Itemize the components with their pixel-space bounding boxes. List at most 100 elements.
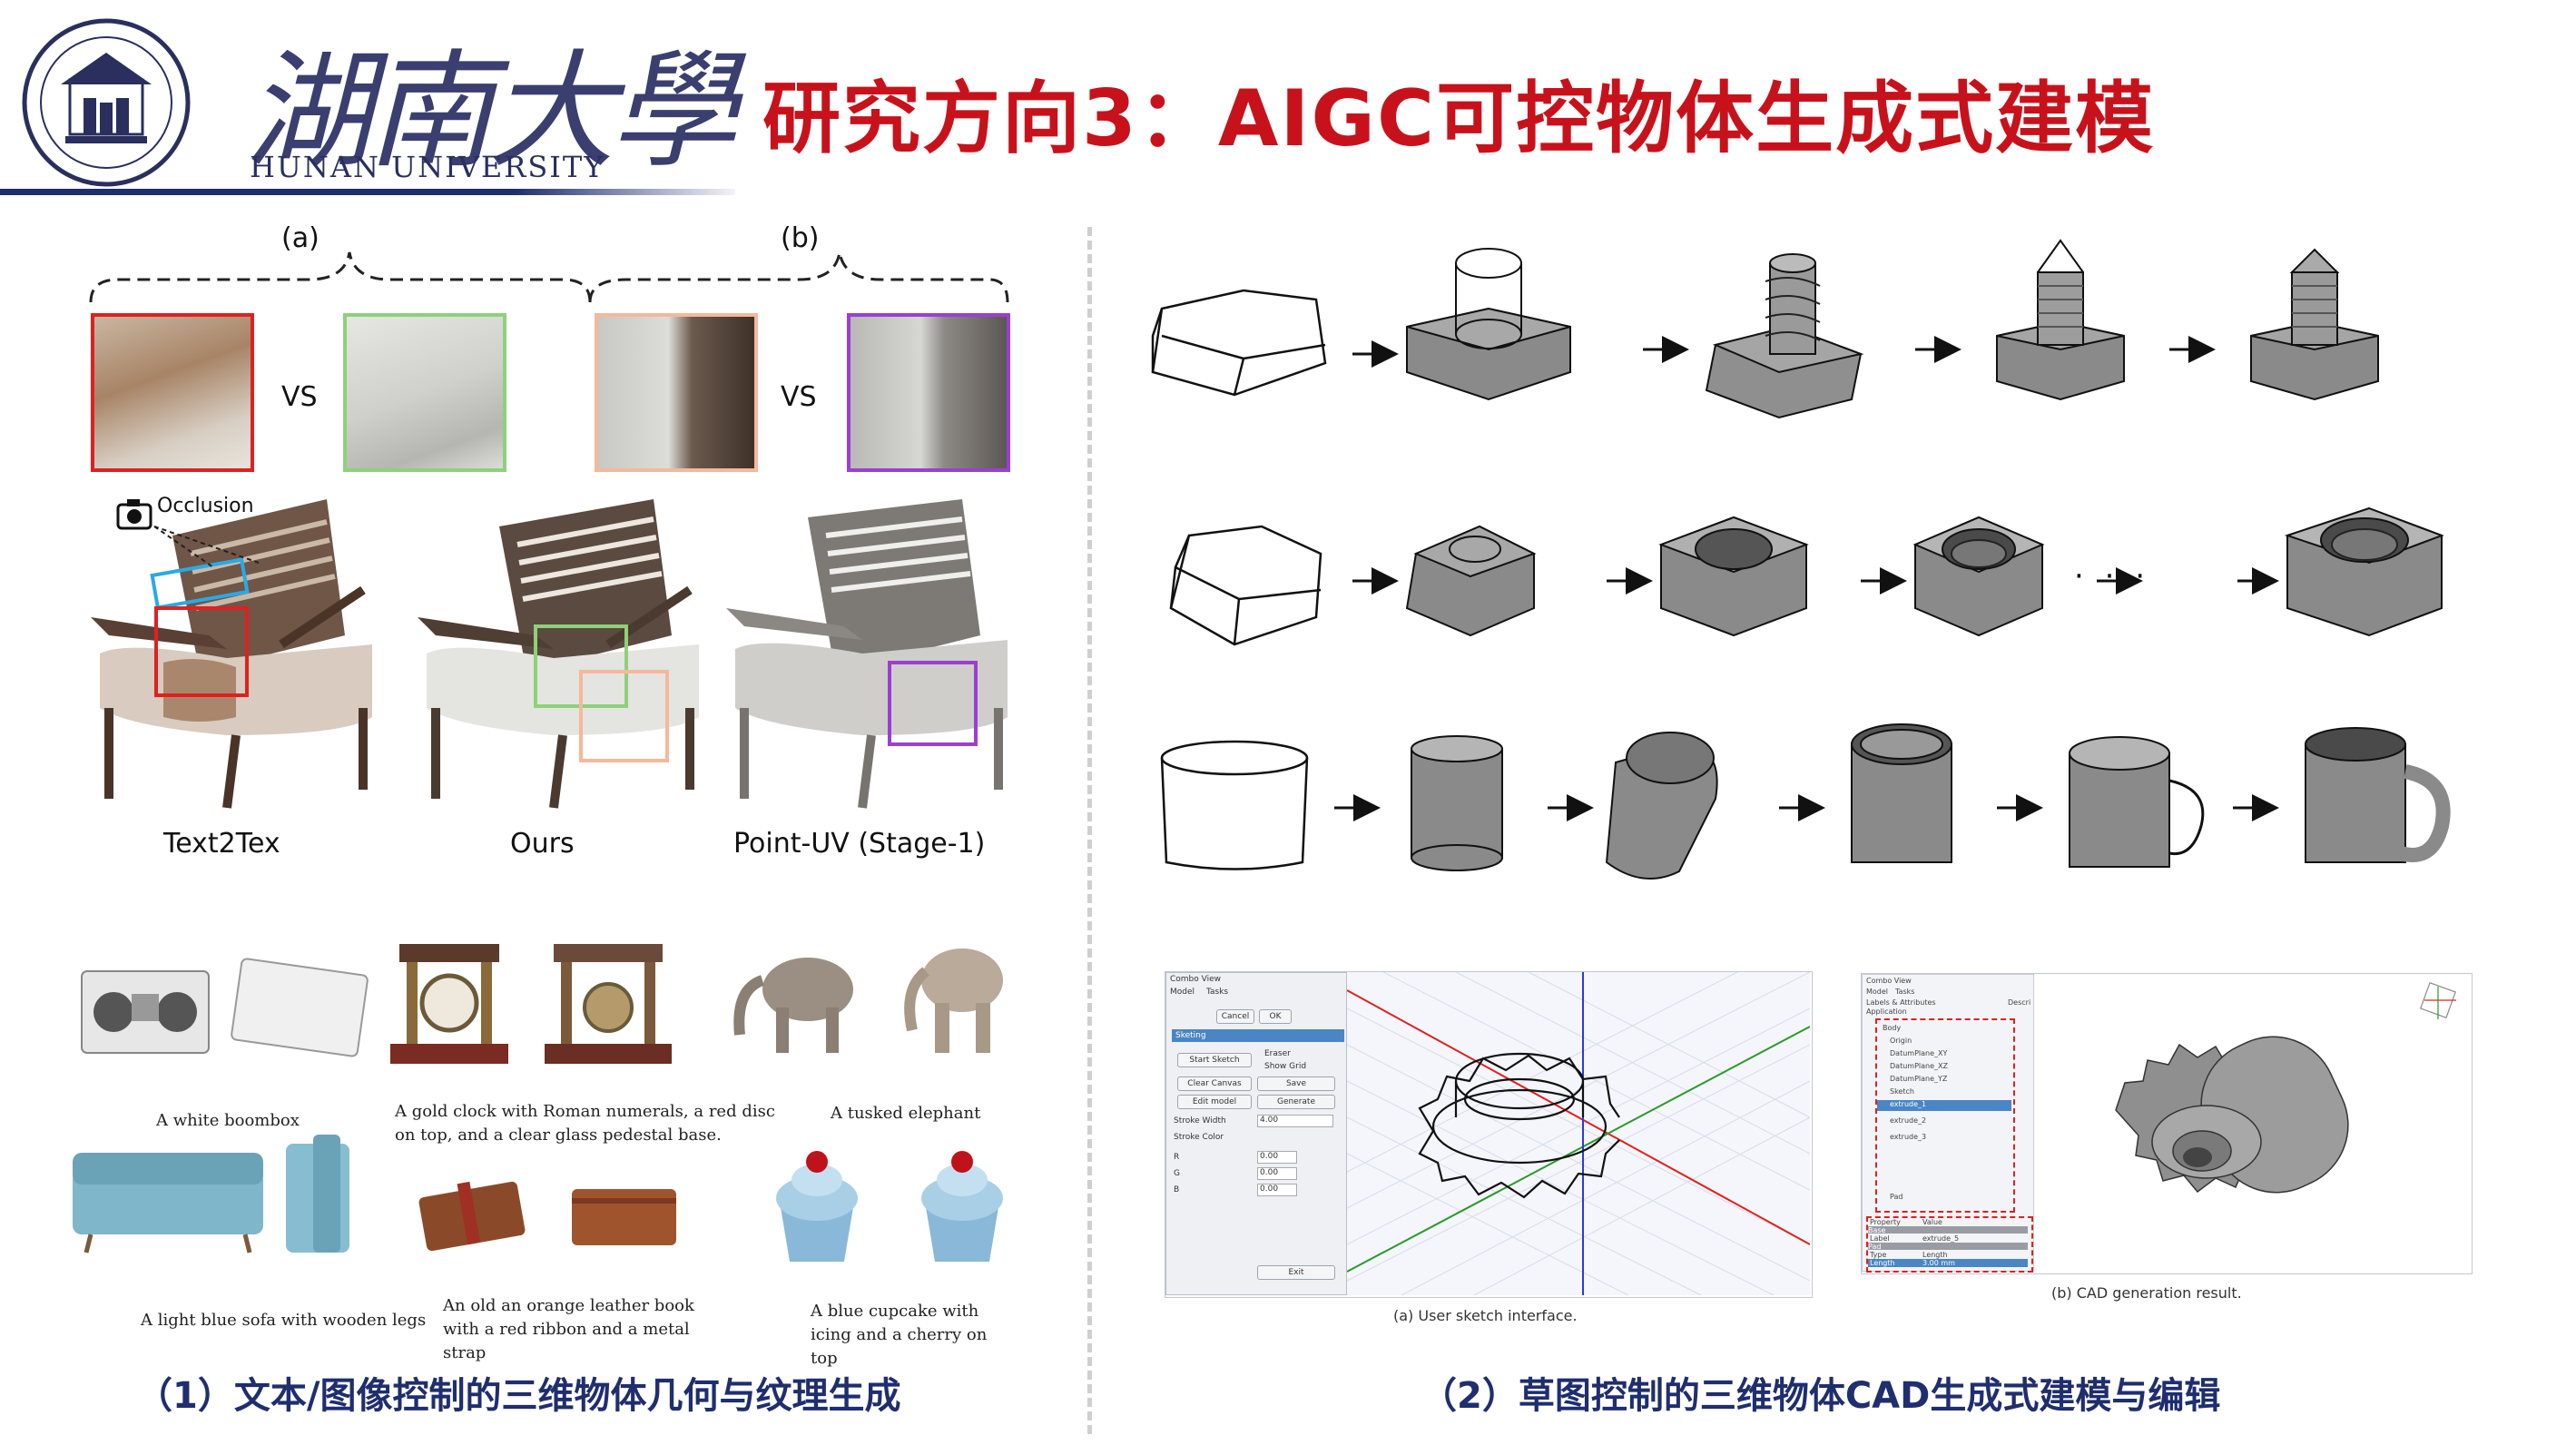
prop-row-pad: Pad — [1868, 1243, 2028, 1251]
chair-pointuv — [726, 499, 1008, 809]
bracket-lines — [89, 251, 1009, 303]
chair-renders — [91, 499, 1008, 809]
cad-combo-title: Combo View — [1866, 977, 1912, 985]
prop-row-length-key: Length — [1870, 1259, 1895, 1267]
show-grid-checkbox[interactable]: Show Grid — [1264, 1062, 1307, 1071]
sketch-ui-window: Combo View Model Tasks Cancel OK Sketing… — [1165, 971, 1813, 1298]
mug-stage-2 — [1605, 732, 1718, 880]
cad-ui-caption: (b) CAD generation result. — [2051, 1284, 2242, 1302]
tree-item[interactable]: extrude_2 — [1890, 1116, 1927, 1125]
right-footer-caption: （2）草图控制的三维物体CAD生成式建模与编辑 — [1421, 1375, 2221, 1417]
caption-clock: A gold clock with Roman numerals, a red … — [395, 1102, 775, 1145]
prop-header-value: Value — [1922, 1218, 1942, 1226]
mug-stage-5 — [2305, 727, 2451, 863]
tree-item[interactable]: Pad — [1890, 1193, 1903, 1201]
r-input[interactable]: 0.00 — [1257, 1151, 1297, 1164]
sketch-gear-drawing — [1418, 1052, 1620, 1199]
generated-object-renders — [73, 944, 1003, 1262]
sketch-canvas[interactable] — [1347, 972, 1810, 1295]
boombox-render — [81, 958, 369, 1057]
sketch-ok-button[interactable]: OK — [1259, 1009, 1292, 1024]
cad-tab-tasks[interactable]: Tasks — [1895, 988, 1915, 996]
prop-row-label: Label — [1870, 1234, 1890, 1243]
method-label-ours: Ours — [510, 828, 575, 860]
generate-button[interactable]: Generate — [1257, 1095, 1335, 1109]
nut-stage-3 — [1912, 516, 2045, 637]
caption-elephant: A tusked elephant — [831, 1104, 981, 1123]
page-title: 研究方向3：AIGC可控物体生成式建模 — [762, 74, 2156, 164]
university-name-en: HUNAN UNIVERSITY — [250, 150, 605, 184]
description-header: Descri — [2008, 998, 2031, 1007]
tree-item[interactable]: DatumPlane_YZ — [1890, 1075, 1948, 1083]
stroke-width-input[interactable]: 4.00 — [1257, 1115, 1333, 1127]
bolt-stage-3 — [1996, 239, 2125, 401]
bolt-stage-4 — [2250, 248, 2379, 401]
g-label: G — [1174, 1169, 1180, 1178]
b-input[interactable]: 0.00 — [1257, 1184, 1297, 1196]
tree-item[interactable]: Sketch — [1890, 1087, 1914, 1096]
prop-row-type-value[interactable]: Length — [1922, 1251, 1948, 1259]
caption-book: An old an orange leather book with a red… — [443, 1296, 694, 1362]
caption-boombox: A white boombox — [156, 1111, 300, 1130]
camera-icon — [116, 499, 152, 530]
tree-item[interactable]: extrude_3 — [1890, 1133, 1927, 1141]
labels-attrs-header: Labels & Attributes — [1866, 998, 1936, 1007]
tree-item[interactable]: Body — [1883, 1024, 1902, 1032]
stroke-color-label: Stroke Color — [1174, 1133, 1224, 1142]
r-label: R — [1174, 1153, 1180, 1162]
start-sketch-button[interactable]: Start Sketch — [1177, 1053, 1252, 1067]
bolt-stage-1 — [1406, 248, 1571, 401]
vs-label-2: VS — [781, 381, 817, 413]
sketch-tab-tasks[interactable]: Tasks — [1206, 988, 1229, 997]
sketch-combo-view: Combo View Model Tasks Cancel OK Sketing… — [1165, 972, 1347, 1295]
cad-sequence-diagram — [1151, 239, 2451, 880]
prop-row-length[interactable]: Length 3.00 mm — [1868, 1259, 2028, 1267]
tree-item[interactable]: DatumPlane_XZ — [1890, 1062, 1948, 1070]
sketch-combo-title: Combo View — [1170, 975, 1221, 984]
vs-label-1: VS — [281, 381, 318, 413]
edit-model-button[interactable]: Edit model — [1177, 1095, 1252, 1109]
cad-tab-model[interactable]: Model — [1866, 988, 1889, 996]
prop-row-type: Type — [1870, 1251, 1887, 1259]
sofa-render — [73, 1135, 349, 1253]
book-render — [418, 1181, 676, 1252]
sketch-tab-model[interactable]: Model — [1170, 988, 1195, 997]
occlusion-label: Occlusion — [157, 495, 254, 517]
clock-render — [390, 944, 672, 1064]
tree-item[interactable]: Origin — [1890, 1037, 1912, 1045]
view-cube-icon — [2420, 982, 2456, 1019]
prop-row-label-value[interactable]: extrude_5 — [1922, 1234, 1960, 1243]
label-b: (b) — [781, 222, 820, 254]
save-button[interactable]: Save — [1257, 1076, 1335, 1091]
university-name-cn: 湖南大學 — [245, 38, 737, 186]
prop-row-base: Base — [1868, 1226, 2028, 1234]
mug-stage-1 — [1411, 735, 1503, 871]
method-label-pointuv: Point-UV (Stage-1) — [733, 828, 986, 860]
cad-viewport[interactable] — [2034, 974, 2470, 1272]
application-node[interactable]: Application — [1866, 1008, 1907, 1016]
thumb-text2tex-closeup — [91, 313, 254, 472]
prop-header-property: Property — [1870, 1218, 1901, 1226]
feature-tree-highlight: Body Origin DatumPlane_XY DatumPlane_XZ … — [1875, 1018, 2015, 1213]
sketch-ui-caption: (a) User sketch interface. — [1393, 1307, 1578, 1324]
thumb-pointuv-closeup — [847, 313, 1010, 472]
tree-item[interactable]: DatumPlane_XY — [1890, 1049, 1948, 1057]
sketch-section-header: Sketing — [1172, 1029, 1344, 1042]
mug-stage-3 — [1851, 723, 1952, 863]
b-label: B — [1174, 1185, 1180, 1194]
caption-cupcake: A blue cupcake with icing and a cherry o… — [811, 1302, 988, 1368]
clear-canvas-button[interactable]: Clear Canvas — [1177, 1076, 1252, 1091]
left-footer-caption: （1）文本/图像控制的三维物体几何与纹理生成 — [136, 1375, 901, 1417]
sketch-cancel-button[interactable]: Cancel — [1216, 1009, 1254, 1024]
exit-button[interactable]: Exit — [1257, 1265, 1335, 1280]
panel-divider — [1087, 227, 1092, 1434]
label-a: (a) — [281, 222, 320, 254]
bolt-stage-2 — [1705, 253, 1864, 419]
thumb-ours-closeup-a — [343, 313, 506, 472]
prop-row-length-value[interactable]: 3.00 mm — [1922, 1259, 1955, 1267]
eraser-checkbox[interactable]: Eraser — [1264, 1049, 1291, 1058]
chair-text2tex — [91, 499, 372, 809]
tree-item-selected[interactable]: extrude_1 — [1877, 1100, 2011, 1111]
cad-gear-model — [2115, 1036, 2349, 1194]
g-input[interactable]: 0.00 — [1257, 1167, 1297, 1180]
